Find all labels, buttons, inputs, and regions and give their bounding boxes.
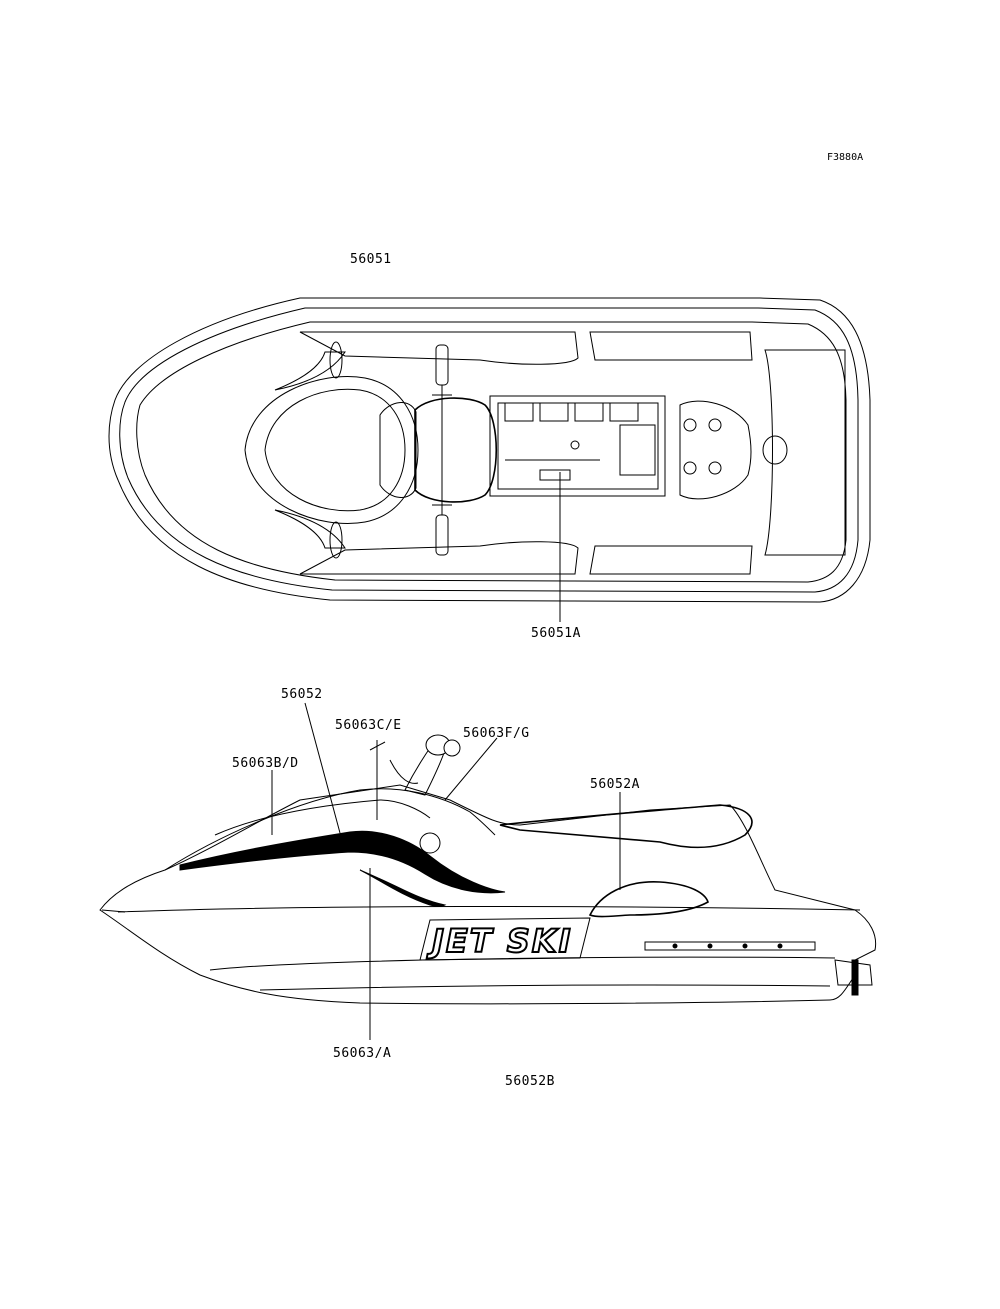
top-steering-pad	[379, 402, 417, 498]
callout-56063F-G: 56063F/G	[463, 726, 530, 741]
top-hood-rim	[244, 376, 419, 524]
side-view-watercraft: JET SKI	[99, 734, 877, 1005]
top-rear-cap-2	[708, 418, 722, 432]
callout-56063B-D: 56063B/D	[232, 756, 299, 771]
side-front-bumper	[101, 909, 126, 913]
top-hood	[264, 388, 406, 512]
top-rear-cap-1	[683, 418, 697, 432]
side-vent-dot-1	[672, 943, 678, 949]
side-hood	[164, 788, 496, 871]
top-hull-deck-line	[136, 321, 847, 583]
side-black-stripe	[179, 830, 506, 894]
side-leader-lines	[271, 702, 621, 1040]
top-stern-step	[764, 349, 846, 556]
top-view-watercraft	[108, 297, 871, 603]
top-left-footwell-rear	[589, 331, 753, 361]
top-right-footwell-rear	[589, 545, 753, 575]
side-upper-stripe	[214, 799, 431, 836]
top-left-mirror	[329, 341, 343, 379]
callout-56063-A: 56063/A	[333, 1046, 391, 1061]
side-lanyard	[389, 759, 419, 784]
top-left-sponson	[274, 351, 346, 391]
top-seat	[414, 397, 497, 503]
top-stern-cap	[762, 435, 788, 465]
side-seat	[499, 804, 753, 849]
top-hull-inner-rail	[119, 307, 859, 593]
top-right-footwell	[299, 541, 579, 575]
side-vent-strip	[644, 941, 816, 951]
top-right-grip	[435, 514, 449, 556]
side-handle-end	[443, 739, 461, 757]
hull-logo-text: JET SKI	[426, 922, 572, 960]
top-handlebar	[432, 385, 452, 515]
top-rear-console	[679, 400, 752, 500]
side-hull-outline	[99, 784, 877, 1005]
top-right-mirror	[329, 521, 343, 559]
side-jetski-logo: JET SKI	[419, 917, 591, 961]
side-black-stripe-lower	[359, 869, 447, 907]
callout-56052B: 56052B	[505, 1074, 555, 1089]
top-tray-components	[504, 402, 656, 481]
top-rear-cap-4	[708, 461, 722, 475]
side-vent-dot-4	[777, 943, 783, 949]
side-script-decal	[588, 881, 709, 918]
figure-id: F3880A	[827, 152, 863, 163]
top-storage-tray	[489, 395, 666, 497]
side-deck-line	[117, 905, 861, 913]
callout-56051A: 56051A	[531, 626, 581, 641]
side-vent-dot-2	[707, 943, 713, 949]
side-vent-dot-3	[742, 943, 748, 949]
side-keel-line	[259, 984, 831, 991]
callout-56063C-E: 56063C/E	[335, 718, 402, 733]
side-fuel-cap	[419, 832, 441, 854]
callout-56052A: 56052A	[590, 777, 640, 792]
callout-56052: 56052	[281, 687, 323, 702]
top-hull-outline	[108, 297, 871, 603]
callout-56051: 56051	[350, 252, 392, 267]
top-left-footwell	[299, 331, 579, 365]
top-rear-cap-3	[683, 461, 697, 475]
top-left-grip	[435, 344, 449, 386]
top-right-sponson	[274, 509, 346, 549]
side-tow-eye	[851, 959, 859, 996]
